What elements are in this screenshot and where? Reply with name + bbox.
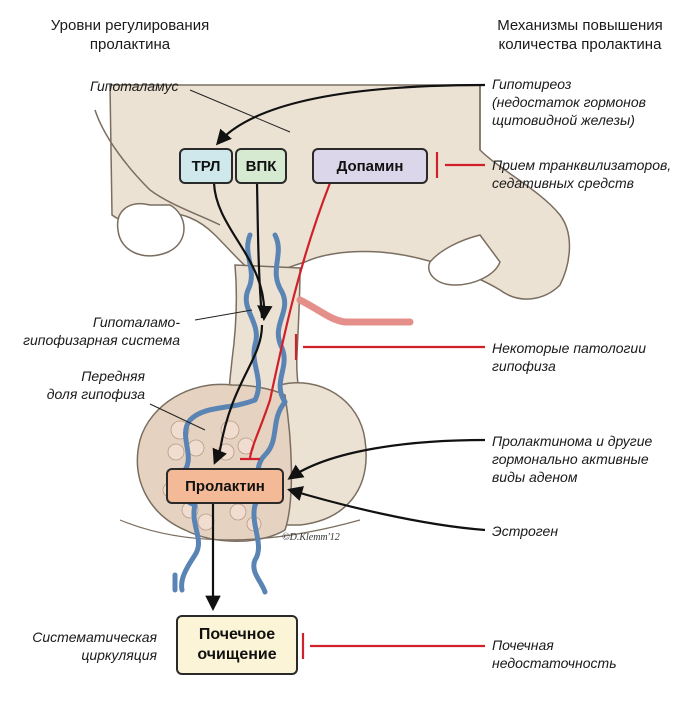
estrogen-label: Эстроген	[492, 523, 559, 539]
artist-signature: ©D.Klemm'12	[282, 532, 340, 543]
stimulation-arrows	[205, 83, 486, 612]
pituitary-pathology-label: Некоторые патологии гипофиза	[492, 340, 646, 374]
systemic-circulation-label: Систематическая циркуляция	[32, 629, 157, 663]
prolactinoma-label: Пролактинома и другие гормонально активн…	[492, 433, 653, 485]
vpk-box: ВПК	[235, 148, 287, 184]
renal-clearance-box: Почечное очищение	[176, 615, 298, 675]
right-header: Механизмы повышения количества пролактин…	[497, 17, 663, 53]
renal-failure-label: Почечная недостаточность	[492, 637, 617, 671]
anterior-pituitary-label: Передняя доля гипофиза	[46, 368, 145, 402]
tranquilizers-label: Прием транквилизаторов, седативных средс…	[492, 157, 672, 191]
leader-lines	[149, 89, 291, 431]
hypothalamus-label: Гипоталамус	[90, 78, 179, 94]
portal-system-label: Гипоталамо- гипофизарная система	[23, 314, 180, 348]
left-header: Уровни регулирования пролактина	[50, 17, 210, 53]
prolactin-box: Пролактин	[166, 468, 284, 504]
dopamine-box: Допамин	[312, 148, 428, 184]
pink-vessel	[296, 296, 414, 326]
trl-box: ТРЛ	[179, 148, 233, 184]
inhibition-lines	[240, 152, 485, 659]
hypothyroidism-label: Гипотиреоз (недостаток гормонов щитовидн…	[492, 76, 646, 128]
